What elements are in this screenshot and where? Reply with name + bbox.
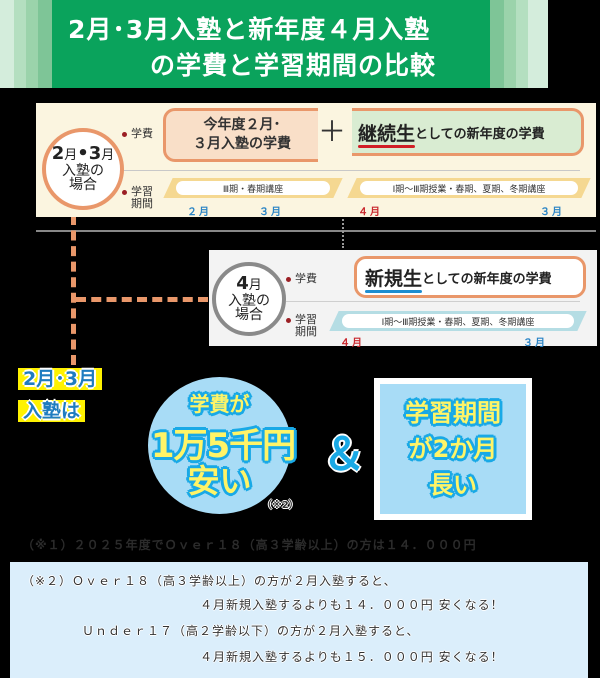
footnote-2-line1: （※２）Ｏｖｅｒ１８（高３学齢以上）の方が２月入塾すると、: [22, 574, 397, 588]
box-line1: 学習期間: [405, 399, 501, 427]
period-band-april: Ⅰ期～Ⅲ期授業・春期、夏期、冬期講座: [329, 311, 587, 331]
month-label: ３月: [540, 207, 564, 218]
new-student-fee-box: 新規生としての新年度の学費: [354, 256, 586, 298]
header-stripe: [14, 0, 26, 88]
fee-savings-bubble: [148, 377, 291, 514]
panel-divider: [118, 170, 580, 171]
period-row-label: 学習 期間: [286, 313, 317, 339]
badge-num: 2: [51, 142, 65, 164]
header-banner: 2月･3月入塾と新年度４月入塾 の学費と学習期間の比較: [0, 0, 600, 88]
fee-box-line2: ３月入塾の学費: [193, 136, 291, 152]
badge-months: 4月: [236, 272, 262, 294]
footnote-1: （※１）２０２５年度でＯｖｅｒ１８（高３学齢以上）の方は１４．０００円: [22, 538, 477, 552]
footnote-2-line3: Ｕｎｄｅｒ１７（高２学齢以下）の方が２月入塾すると、: [82, 624, 420, 638]
header-stripe: [528, 0, 548, 88]
month-label: ３月: [259, 207, 283, 218]
footnote-2-line4: ４月新規入塾するよりも１５．０００円 安くなる！: [200, 650, 504, 664]
period-band-new-year: Ⅰ期～Ⅲ期授業・春期、夏期、冬期講座: [347, 178, 591, 198]
period-label-text: 期間: [295, 325, 317, 339]
fee-label-text: 学費: [295, 272, 317, 285]
bullet-icon: [286, 276, 291, 282]
footnote-2-line2: ４月新規入塾するよりも１４．０００円 安くなる！: [200, 598, 504, 612]
bullet-icon: [286, 317, 291, 323]
bubble-line3: 安い: [187, 462, 252, 500]
month-label: ３月: [523, 338, 547, 349]
period-label-text: 学習: [295, 313, 317, 326]
month-label: ４月: [358, 207, 382, 218]
panel-divider: [286, 301, 580, 302]
badge-num: 3: [88, 142, 102, 164]
bubble-line1: 学費が: [189, 392, 250, 416]
period-label-text: 期間: [131, 197, 153, 211]
badge-line2: 入塾の: [228, 292, 270, 309]
badge-num: 4: [236, 272, 249, 294]
promo-tag-line2: 入塾は: [18, 400, 86, 422]
longer-period-inner: 学習期間 が2か月 長い: [380, 384, 526, 514]
page-title-line2: の学費と学習期間の比較: [150, 51, 437, 80]
period-band-feb-mar: Ⅲ期・春期講座: [163, 178, 343, 198]
ampersand-icon: ＆: [322, 429, 366, 480]
header-stripe: [38, 0, 52, 88]
new-student-label: 新規生: [365, 264, 423, 293]
period-label-text: 学習: [131, 185, 153, 198]
period-band-text: Ⅲ期・春期講座: [176, 181, 330, 195]
period-band-text: Ⅰ期～Ⅲ期授業・春期、夏期、冬期講座: [360, 181, 578, 195]
fee-box-line1: 今年度２月･: [203, 117, 281, 133]
continuing-student-label: 継続生: [358, 119, 416, 148]
continuing-student-fee-box: 継続生としての新年度の学費: [352, 108, 584, 156]
header-stripe: [490, 0, 504, 88]
month-label: ４月: [340, 338, 364, 349]
connector-vertical-dashed: [71, 215, 76, 365]
badge-line3: 場合: [235, 307, 263, 324]
badge-months: 2月•3月: [51, 142, 115, 164]
box-line3: 長い: [429, 471, 477, 499]
badge-unit: 月: [101, 147, 115, 163]
badge-unit: 月: [248, 277, 262, 293]
badge-unit: 月: [64, 147, 78, 163]
plus-icon: ＋: [318, 115, 347, 148]
fee-box-rest: としての新年度の学費: [415, 126, 545, 142]
header-stripe: [516, 0, 528, 88]
badge-line3: 場合: [69, 177, 97, 194]
connector-horizontal-dashed: [76, 297, 208, 302]
longer-period-box: 学習期間 が2か月 長い: [374, 378, 532, 520]
footnote-2-box: （※２）Ｏｖｅｒ１８（高３学齢以上）の方が２月入塾すると、 ４月新規入塾するより…: [10, 562, 588, 678]
feb-mar-case-badge: 2月•3月 入塾の 場合: [42, 128, 124, 210]
badge-sep: •: [77, 142, 89, 164]
period-band-text: Ⅰ期～Ⅲ期授業・春期、夏期、冬期講座: [342, 314, 574, 328]
header-stripe: [504, 0, 516, 88]
month-label: ２月: [187, 207, 211, 218]
period-row-label: 学習 期間: [122, 185, 153, 211]
bullet-icon: [122, 131, 127, 137]
footnote-ref: （※2）: [262, 500, 299, 511]
current-year-fee-box: 今年度２月･ ３月入塾の学費: [163, 108, 318, 162]
fee-box-rest: としての新年度の学費: [422, 271, 552, 287]
header-title-block: 2月･3月入塾と新年度４月入塾 の学費と学習期間の比較: [52, 0, 490, 88]
header-stripe: [0, 0, 14, 88]
header-stripe: [26, 0, 38, 88]
timeline-divider: [36, 230, 596, 232]
promo-tag-line1: 2月･3月: [18, 368, 102, 390]
fee-row-label: 学費: [122, 127, 153, 140]
box-line2: が2か月: [408, 435, 498, 463]
badge-line2: 入塾の: [62, 162, 104, 179]
april-case-badge: 4月 入塾の 場合: [212, 262, 286, 336]
bullet-icon: [122, 189, 127, 195]
bubble-line2: 1万5千円: [150, 426, 296, 466]
page-title-line1: 2月･3月入塾と新年度４月入塾: [68, 15, 431, 44]
fee-row-label: 学費: [286, 272, 317, 285]
fee-label-text: 学費: [131, 127, 153, 140]
